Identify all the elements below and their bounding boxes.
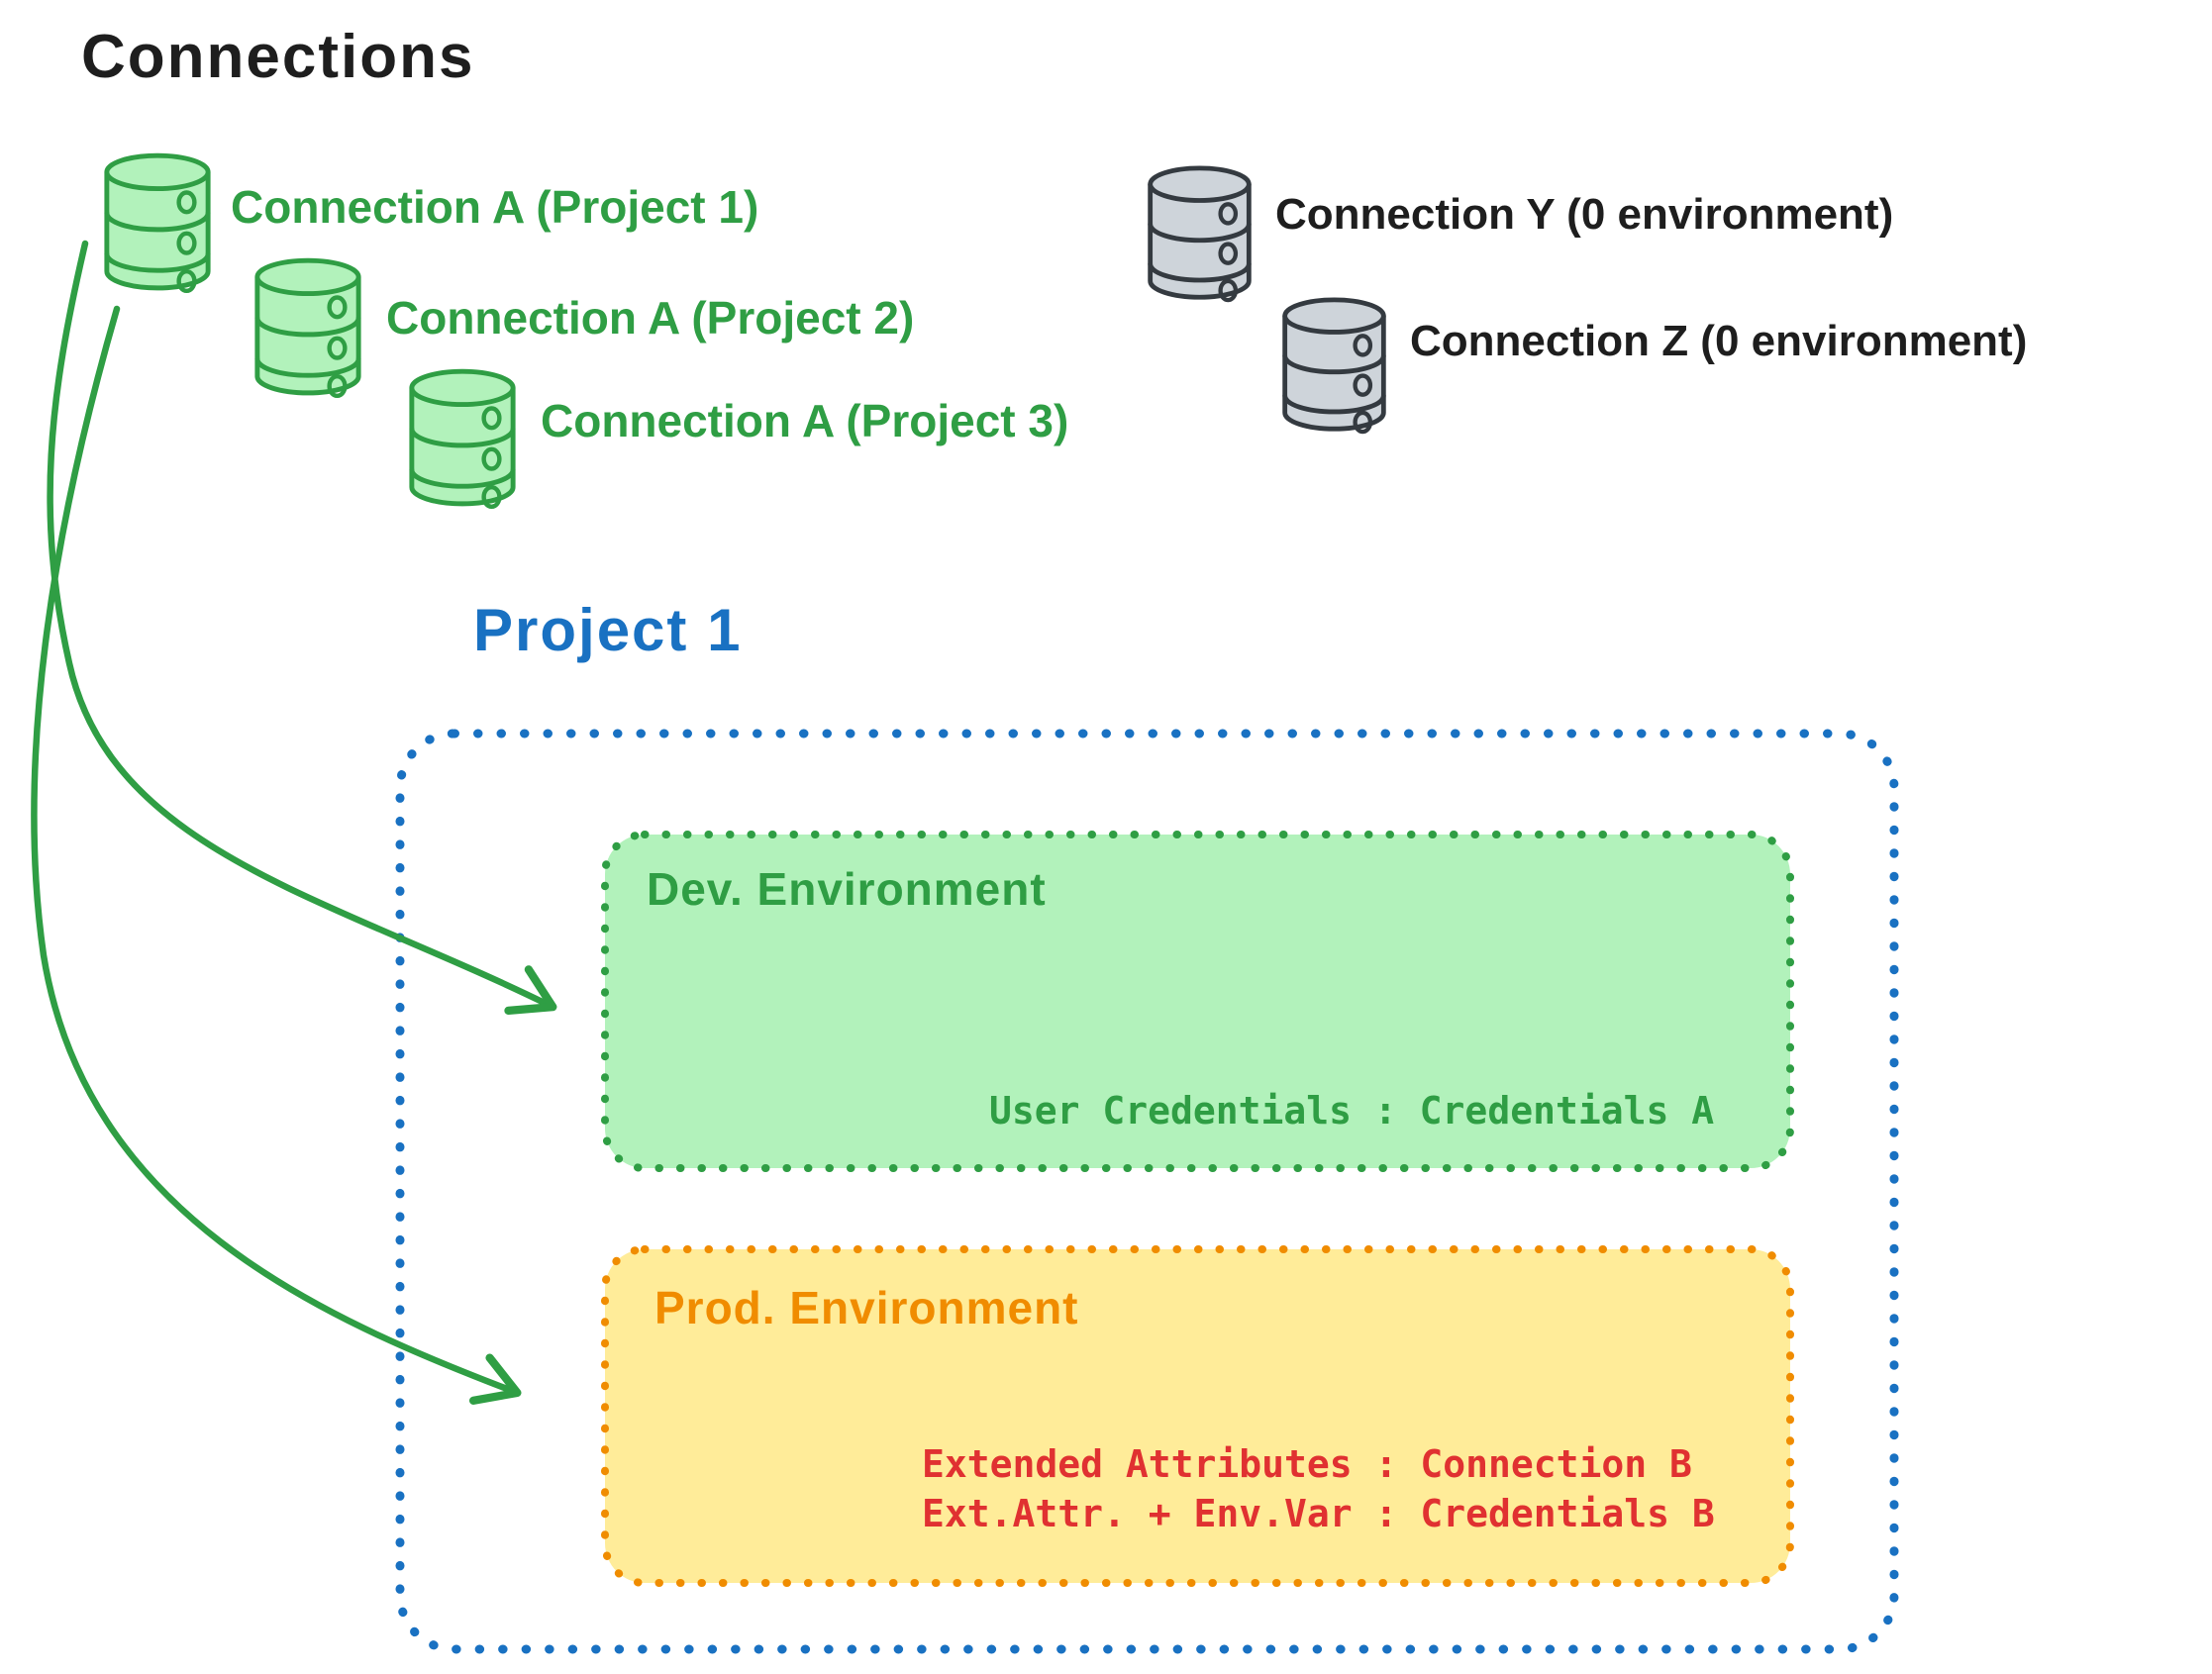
connection-a-project-3-label: Connection A (Project 3) (541, 395, 1069, 446)
connection-a-project-1-label: Connection A (Project 1) (231, 181, 759, 233)
connection-a-project-2-label: Connection A (Project 2) (386, 292, 915, 344)
database-icon-connection-a-project-2 (257, 260, 358, 396)
database-icon-connection-z (1285, 300, 1384, 432)
dev-environment-box: Dev. Environment User Credentials : Cred… (601, 831, 1794, 1172)
prod-credentials-mappings: Extended Attributes : Connection B Ext.A… (922, 1439, 1715, 1538)
dev-credentials-mapping: User Credentials : Credentials A (989, 1089, 1715, 1132)
prod-mapping-line-2: Ext.Attr. + Env.Var : Credentials B (922, 1492, 1715, 1535)
database-icon-connection-y (1151, 168, 1250, 300)
prod-environment-title: Prod. Environment (654, 1282, 1079, 1333)
diagram-title: Connections (81, 23, 475, 91)
prod-mapping-line-1: Extended Attributes : Connection B (922, 1442, 1692, 1486)
database-icon-connection-a-project-1 (107, 155, 208, 291)
connection-z-label: Connection Z (0 environment) (1410, 317, 2028, 365)
database-icon-connection-a-project-3 (412, 371, 513, 507)
dev-environment-title: Dev. Environment (647, 863, 1047, 915)
project-title: Project 1 (473, 597, 743, 663)
prod-environment-box: Prod. Environment Extended Attributes : … (601, 1245, 1794, 1587)
project-1-container: Dev. Environment User Credentials : Cred… (396, 730, 1898, 1653)
connection-y-label: Connection Y (0 environment) (1275, 190, 1894, 239)
